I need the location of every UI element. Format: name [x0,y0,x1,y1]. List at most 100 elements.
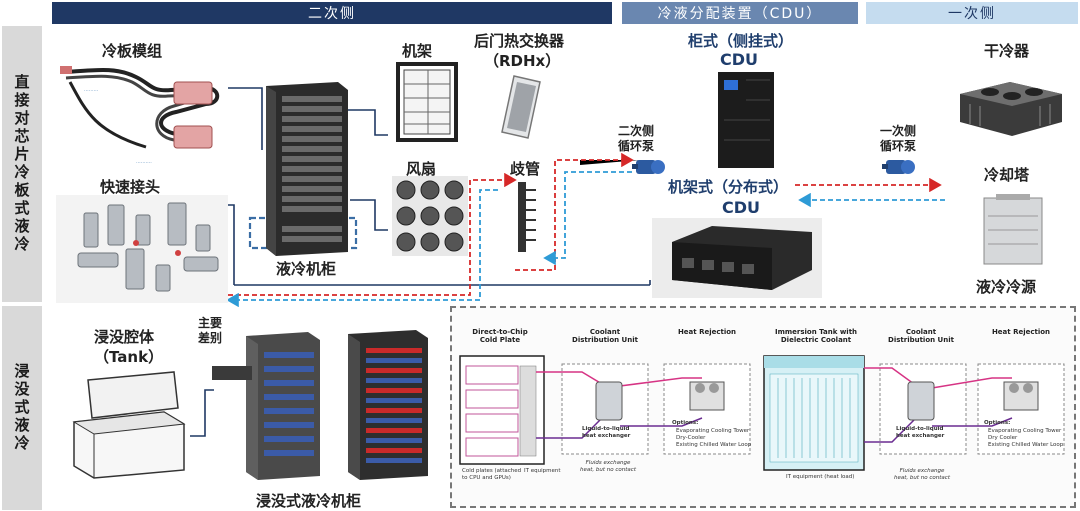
cabinet-cdu-illustration [718,72,774,168]
label-rack-cdu: 机架式（分布式） [668,178,789,196]
inset-left-it-equipment: IT equipment [524,468,561,474]
inset-left-col3-title: Heat Rejection [677,328,737,336]
inset-left-cold-plates-note: Cold plates (attached to CPU and GPUs) [462,468,522,481]
label-rdhx-sub: （RDHx） [484,52,561,70]
label-dry-cooler: 干冷器 [984,42,1030,60]
inset-right-fluids-note: Fluids exchange heat, but no contact [894,468,950,481]
inset-right-hx-label: Liquid-to-liquid heat exchanger [896,426,945,439]
label-tank-title: 浸没腔体 [94,328,155,346]
immersion-cabinets-illustration [212,330,428,480]
dry-cooler-illustration [960,82,1062,136]
rack-frame-photo [388,58,468,146]
label-tank-sub: （Tank） [94,348,164,366]
inset-right-option-1: Evaporating Cooling Tower [988,428,1062,434]
inset-left-option-3: Existing Chilled Water Loop [676,442,752,448]
inset-left-option-2: Dry-Cooler [676,435,706,441]
inset-left-fluids-note: Fluids exchange heat, but no contact [580,460,636,473]
label-cdu-word-2: CDU [722,198,761,217]
primary-pump-icon [882,154,918,178]
rdhx-photo [484,72,564,142]
red-line-supply [515,152,634,271]
inset-left-options-list: Evaporating Cooling Tower Dry-Cooler Exi… [676,428,751,449]
header-secondary: 二次侧 [52,2,612,24]
fan-photo [392,176,468,256]
connector-rack [348,109,388,136]
red-line-return [228,172,517,296]
rack-cdu-illustration [672,226,812,290]
label-primary-pump-line2: 循环泵 [880,139,917,153]
label-liquid-cabinet: 液冷机柜 [276,260,337,278]
header-cdu: 冷液分配装置（CDU） [622,2,858,24]
label-secondary-pump-line1: 二次侧 [618,124,655,138]
quick-connector-illustration [77,202,219,292]
svg-text:·········: ········· [84,88,99,94]
header-primary: 一次侧 [866,2,1078,24]
cooling-tower-photo [972,190,1052,270]
row-label-direct: 直接对芯片冷板式液冷 [2,26,42,302]
connector-quick [228,204,235,285]
blue-line-return [226,189,498,308]
header-cdu-label: 冷液分配装置（CDU） [657,6,823,22]
row-label-immersion: 浸没式液冷 [2,306,42,510]
cold-plate-photo: ········· ·········· [56,52,228,174]
connector-fan [350,199,388,231]
tank-illustration [72,371,186,479]
label-secondary-pump-line2: 循环泵 [618,139,655,153]
liquid-rack-illustration [266,82,348,256]
label-quick-connector: 快速接头 [100,178,161,196]
inset-left-options-title: Options: [672,420,699,426]
label-cooling-tower: 冷却塔 [984,166,1030,184]
header-primary-label: 一次侧 [948,6,996,22]
label-liquid-cold-source: 液冷冷源 [976,278,1037,296]
label-rdhx-title: 后门热交换器 [474,32,565,50]
header-secondary-label: 二次侧 [308,6,356,22]
inset-right-options-title: Options: [984,420,1011,426]
label-cabinet-cdu: 柜式（侧挂式） [688,32,794,50]
row-label-direct-text: 直接对芯片冷板式液冷 [12,74,31,254]
inset-left-hx-label: Liquid-to-liquid heat exchanger [582,426,631,439]
manifold-photo [502,180,546,254]
inset-right-col3-title: Heat Rejection [991,328,1051,336]
inset-diagram-shapes [459,355,1065,471]
connector-lines [228,87,650,286]
inset-right-it-equipment: IT equipment (heat load) [786,474,855,480]
cooling-tower-illustration [983,194,1043,265]
quick-connector-photo [56,195,228,303]
label-secondary-pump: 二次侧 循环泵 [618,124,654,154]
row-label-immersion-text: 浸没式液冷 [12,363,31,453]
inset-right-option-3: Existing Chilled Water Loop [988,442,1064,448]
rdhx-illustration [501,75,541,139]
inset-right-col2-title: Coolant Distribution Unit [888,328,954,344]
inset-right-options-list: Evaporating Cooling Tower Dry Cooler Exi… [988,428,1063,449]
dry-cooler-photo [950,68,1066,146]
inset-left-col2-title: Coolant Distribution Unit [572,328,638,344]
liquid-rack-photo [262,80,350,258]
label-primary-pump: 一次侧 循环泵 [880,124,916,154]
label-main-diff-line1: 主要 [198,316,223,330]
label-rack-frame: 机架 [402,42,433,60]
label-manifold: 歧管 [510,160,541,178]
manifold-illustration [518,182,536,252]
inset-right-option-2: Dry Cooler [988,435,1018,441]
cold-plate-illustration: ········· ·········· [60,66,220,166]
label-immersion-cabinet: 浸没式液冷机柜 [256,492,362,510]
blue-line-supply [543,171,632,266]
label-main-diff: 主要 差别 [198,316,222,346]
tank-photo [64,370,190,480]
connector-coldplate [228,87,263,150]
label-fan: 风扇 [406,160,437,178]
inset-diagram: Direct-to-Chip Cold Plate Coolant Distri… [450,306,1076,508]
svg-text:··········: ·········· [136,160,152,166]
rack-cdu-photo [652,218,822,298]
inset-right-col1-title: Immersion Tank with Dielectric Coolant [774,328,858,344]
label-cold-plate-module: 冷板模组 [102,42,163,60]
label-main-diff-line2: 差别 [198,331,223,345]
inset-left-col1-title: Direct-to-Chip Cold Plate [472,328,528,344]
rack-frame-illustration [396,62,458,142]
label-primary-pump-line1: 一次侧 [880,124,917,138]
inset-left-option-1: Evaporating Cooling Tower [676,428,750,434]
connector-tank [190,389,214,437]
label-cdu-word-1: CDU [720,50,759,69]
secondary-pump-icon [632,154,668,178]
